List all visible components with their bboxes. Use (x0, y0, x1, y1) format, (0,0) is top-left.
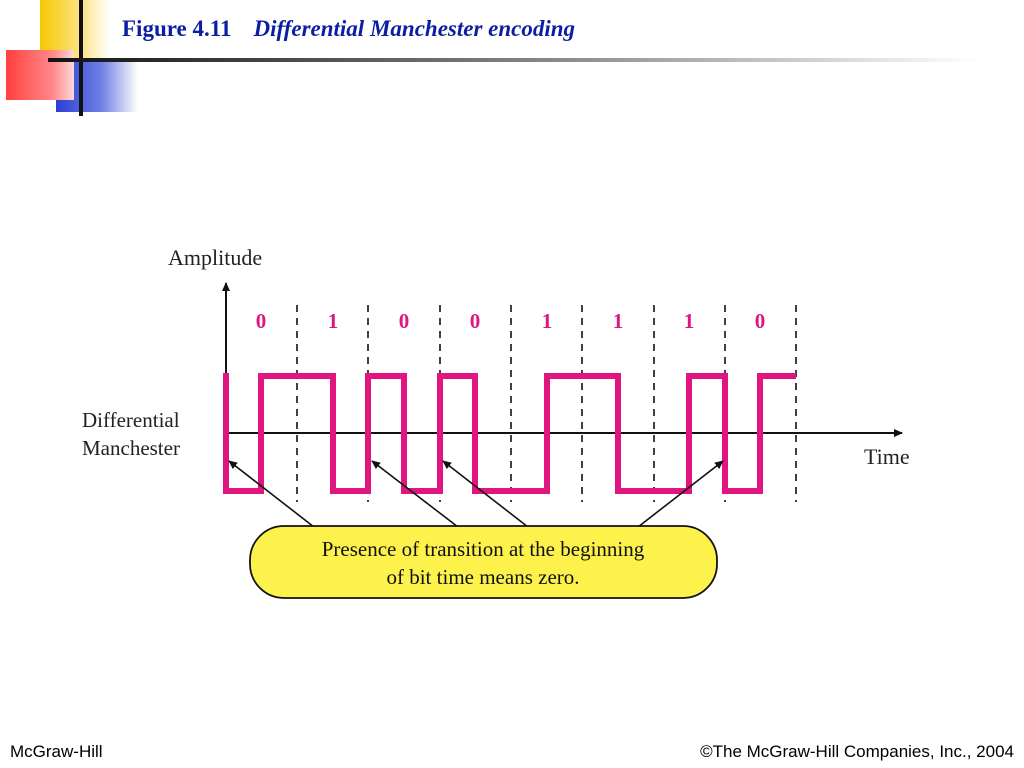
bit-labels: 0 1 0 0 1 1 1 0 (256, 309, 766, 333)
callout-text-line1: Presence of transition at the beginning (322, 537, 645, 561)
figure-number: Figure 4.11 (122, 16, 232, 41)
bit-label: 0 (470, 309, 481, 333)
signal-waveform (223, 373, 796, 494)
bit-label: 1 (542, 309, 553, 333)
slide-title: Figure 4.11 Differential Manchester encod… (122, 16, 575, 42)
callout-arrow (637, 460, 724, 528)
signal-label-line1: Differential (82, 408, 180, 432)
decor-horizontal-rule (48, 58, 978, 62)
signal-label-line2: Manchester (82, 436, 180, 460)
y-axis-label: Amplitude (168, 245, 262, 270)
callout-arrow (228, 460, 315, 528)
footer-copyright: ©The McGraw-Hill Companies, Inc., 2004 (700, 742, 1014, 761)
bit-label: 0 (256, 309, 267, 333)
bit-label: 1 (613, 309, 624, 333)
decor-yellow-block (40, 0, 110, 58)
footer-publisher: McGraw-Hill (10, 742, 103, 761)
callout-arrow (442, 460, 529, 528)
bit-boundaries (296, 305, 797, 502)
bit-label: 1 (328, 309, 339, 333)
figure-caption: Differential Manchester encoding (253, 16, 576, 41)
callout-arrow (371, 460, 459, 528)
callout-arrows (228, 460, 724, 528)
callout-text-line2: of bit time means zero. (386, 565, 579, 589)
bit-label: 1 (684, 309, 695, 333)
bit-label: 0 (399, 309, 410, 333)
callout-bubble (249, 525, 718, 599)
bit-label: 0 (755, 309, 766, 333)
x-axis-label: Time (864, 444, 910, 469)
